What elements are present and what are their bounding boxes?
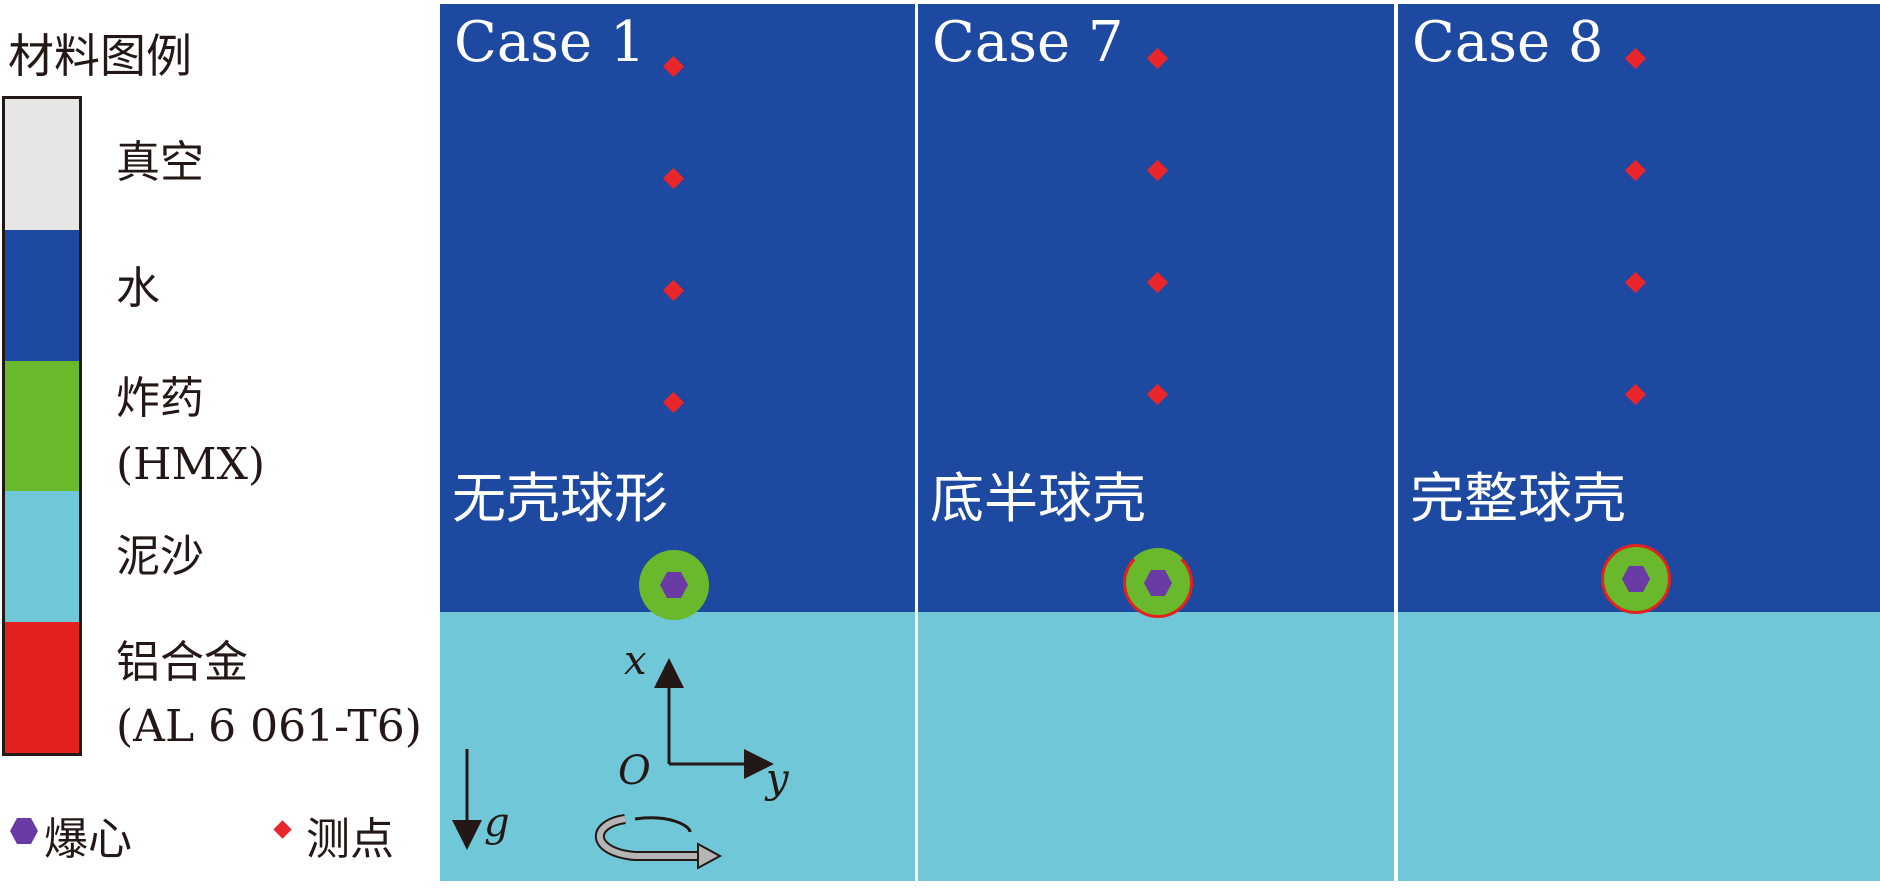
detonation-center-icon — [1622, 566, 1650, 592]
legend-label-vacuum: 真空 — [116, 137, 204, 188]
gauge-point-key-label: 测点 — [306, 814, 394, 865]
panel-divider — [1395, 4, 1398, 881]
case-1-title: Case 1 — [454, 10, 646, 75]
case-7-title: Case 7 — [932, 10, 1124, 75]
case-8-panel: Case 8 完整球壳 — [1398, 4, 1880, 881]
water-region — [440, 4, 916, 612]
detonation-center-icon — [1144, 570, 1172, 596]
explosive-charge-full-spherical-shell — [1601, 544, 1671, 614]
legend-sub-explosive: (HMX) — [116, 439, 266, 490]
legend-label-sediment: 泥沙 — [116, 531, 204, 582]
sediment-region — [918, 612, 1394, 881]
case-7-label: 底半球壳 — [930, 467, 1146, 530]
explosive-charge — [639, 550, 709, 620]
water-region — [918, 4, 1394, 612]
case-8-title: Case 8 — [1412, 10, 1604, 75]
case-7-panel: Case 7 底半球壳 — [918, 4, 1394, 881]
legend-swatch-water — [5, 229, 79, 361]
rotation-symbol — [596, 816, 702, 859]
legend-sub-aluminum: (AL 6 061-T6) — [116, 701, 422, 752]
legend-swatch-explosive — [5, 360, 79, 492]
explosive-charge-bottom-hemispherical-shell — [1123, 548, 1193, 618]
detonation-center-icon — [660, 572, 688, 598]
water-region — [1398, 4, 1880, 612]
panel-divider — [915, 4, 918, 881]
legend-label-water: 水 — [116, 263, 160, 314]
detonation-center-key-label: 爆心 — [44, 814, 132, 865]
sediment-region — [1398, 612, 1880, 881]
legend-label-aluminum: 铝合金 — [116, 637, 248, 688]
detonation-center-key-icon — [10, 818, 38, 844]
rotation-arrow-head — [697, 842, 723, 870]
gravity-label: g — [484, 800, 510, 846]
coordinate-axes — [452, 658, 774, 870]
case-8-label: 完整球壳 — [1410, 467, 1626, 530]
material-legend-bar — [2, 96, 82, 756]
legend-swatch-aluminum — [5, 622, 79, 753]
case-1-panel: Case 1 无壳球形 x y O g — [440, 4, 916, 881]
sediment-region — [440, 612, 916, 881]
case-1-label: 无壳球形 — [452, 467, 668, 530]
x-axis-label: x — [624, 638, 647, 684]
rotation-symbol-back — [634, 816, 692, 833]
legend-title: 材料图例 — [8, 29, 192, 83]
legend-label-explosive: 炸药 — [116, 373, 204, 424]
origin-label: O — [618, 748, 651, 794]
gauge-point-key-icon — [273, 820, 292, 839]
y-axis-label: y — [766, 756, 789, 802]
legend-swatch-sediment — [5, 491, 79, 623]
legend-swatch-vacuum — [5, 99, 79, 230]
